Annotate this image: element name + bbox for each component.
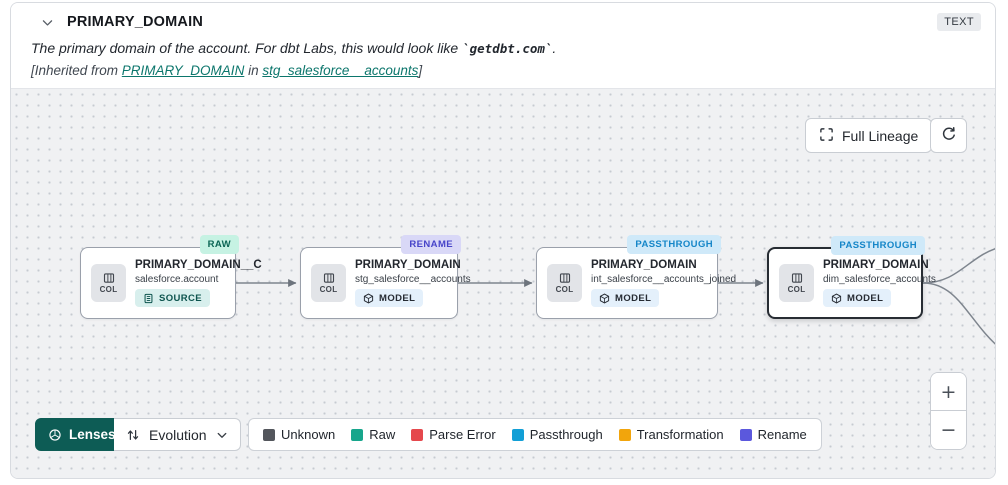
legend-swatch-parse-error xyxy=(411,428,424,441)
inherited-model-link[interactable]: stg_salesforce__accounts xyxy=(262,63,419,78)
refresh-icon xyxy=(941,126,957,145)
legend-label: Transformation xyxy=(636,427,724,442)
lenses-label: Lenses xyxy=(69,427,116,442)
column-chip: COL xyxy=(91,264,126,302)
zoom-out-button[interactable]: − xyxy=(931,411,966,449)
column-chip: COL xyxy=(779,264,814,302)
node-model-name: stg_salesforce__accounts xyxy=(355,274,471,285)
zoom-in-button[interactable]: + xyxy=(931,373,966,411)
lineage-canvas[interactable]: Full Lineage RAW COL PRIMARY_DOMAIN__C s… xyxy=(11,88,995,478)
description-text: The primary domain of the account. For d… xyxy=(31,40,463,56)
inherited-note: [Inherited from PRIMARY_DOMAIN in stg_sa… xyxy=(31,63,981,78)
lineage-node-staging[interactable]: RENAME COL PRIMARY_DOMAIN stg_salesforce… xyxy=(300,235,471,319)
description-period: . xyxy=(552,40,557,56)
aperture-icon xyxy=(49,428,61,441)
legend-item: Unknown xyxy=(263,427,335,442)
legend-label: Parse Error xyxy=(429,427,496,442)
resource-type-label: MODEL xyxy=(615,292,652,304)
resource-type-badge: SOURCE xyxy=(135,289,211,307)
lineage-node-source[interactable]: RAW COL PRIMARY_DOMAIN__C salesforce.acc… xyxy=(80,235,262,319)
column-details-panel: PRIMARY_DOMAIN TEXT The primary domain o… xyxy=(10,2,996,479)
column-chip: COL xyxy=(311,264,346,302)
column-description: The primary domain of the account. For d… xyxy=(31,40,981,56)
zoom-controls: + − xyxy=(930,372,967,450)
column-type-badge: TEXT xyxy=(937,13,981,31)
col-label: COL xyxy=(787,285,806,294)
evolution-tag: PASSTHROUGH xyxy=(831,236,925,255)
columns-icon xyxy=(791,273,802,283)
legend-swatch-unknown xyxy=(263,428,275,441)
model-icon xyxy=(831,293,842,303)
columns-icon xyxy=(559,273,570,283)
legend-label: Raw xyxy=(369,427,396,442)
resource-type-badge: MODEL xyxy=(823,289,892,307)
legend-label: Passthrough xyxy=(529,427,603,442)
inherited-suffix: ] xyxy=(418,63,423,78)
legend-item: Parse Error xyxy=(411,427,496,442)
legend-item: Passthrough xyxy=(511,427,603,442)
node-column-name: PRIMARY_DOMAIN__C xyxy=(135,259,262,271)
lens-selected-label: Evolution xyxy=(149,426,207,443)
refresh-button[interactable] xyxy=(930,118,967,153)
legend-swatch-transformation xyxy=(618,428,631,441)
legend-item: Transformation xyxy=(618,427,724,442)
expand-icon xyxy=(819,127,834,145)
legend-label: Rename xyxy=(757,427,807,442)
node-model-name: int_salesforce__accounts_joined xyxy=(591,274,737,285)
legend-swatch-passthrough xyxy=(511,428,524,441)
node-model-name: dim_salesforce_accounts xyxy=(823,274,936,285)
legend-label: Unknown xyxy=(281,427,336,442)
legend-item: Rename xyxy=(739,427,807,442)
page-title: PRIMARY_DOMAIN xyxy=(67,14,203,30)
resource-type-badge: MODEL xyxy=(355,289,424,307)
resource-type-badge: MODEL xyxy=(591,289,660,307)
col-label: COL xyxy=(555,285,574,294)
inherited-middle: in xyxy=(244,63,263,78)
collapse-chevron-icon[interactable] xyxy=(41,16,54,29)
legend-swatch-raw xyxy=(351,428,364,441)
lenses-button[interactable]: Lenses xyxy=(35,418,129,451)
chevron-down-icon xyxy=(217,432,226,438)
panel-header: PRIMARY_DOMAIN TEXT The primary domain o… xyxy=(11,3,995,88)
col-label: COL xyxy=(319,285,338,294)
node-column-name: PRIMARY_DOMAIN xyxy=(591,259,697,271)
col-label: COL xyxy=(99,285,118,294)
evolution-legend: Unknown Raw Parse Error Passthrough Tran… xyxy=(248,418,822,451)
node-column-name: PRIMARY_DOMAIN xyxy=(823,259,929,271)
resource-type-label: MODEL xyxy=(847,292,884,304)
lineage-node-intermediate[interactable]: PASSTHROUGH COL PRIMARY_DOMAIN int_sales… xyxy=(536,235,736,319)
source-icon xyxy=(144,293,153,303)
full-lineage-label: Full Lineage xyxy=(842,127,919,144)
evolution-icon xyxy=(127,429,139,440)
columns-icon xyxy=(323,273,334,283)
full-lineage-button[interactable]: Full Lineage xyxy=(805,118,933,153)
legend-item: Raw xyxy=(351,427,395,442)
inherited-column-link[interactable]: PRIMARY_DOMAIN xyxy=(121,63,245,78)
inline-code: `getdbt.com` xyxy=(462,41,553,56)
columns-icon xyxy=(103,273,114,283)
evolution-tag: RAW xyxy=(199,235,239,254)
inherited-prefix: [Inherited from xyxy=(31,63,122,78)
evolution-tag: RENAME xyxy=(401,235,461,254)
evolution-tag: PASSTHROUGH xyxy=(627,235,721,254)
lens-selector[interactable]: Evolution xyxy=(114,418,241,451)
resource-type-label: MODEL xyxy=(379,292,416,304)
model-icon xyxy=(599,293,610,303)
resource-type-label: SOURCE xyxy=(159,292,203,304)
model-icon xyxy=(363,293,374,303)
column-chip: COL xyxy=(547,264,582,302)
legend-swatch-rename xyxy=(739,428,752,441)
lineage-node-dim-selected[interactable]: PASSTHROUGH COL PRIMARY_DOMAIN dim_sales… xyxy=(767,236,936,319)
node-model-name: salesforce.account xyxy=(135,274,219,285)
node-column-name: PRIMARY_DOMAIN xyxy=(355,259,461,271)
